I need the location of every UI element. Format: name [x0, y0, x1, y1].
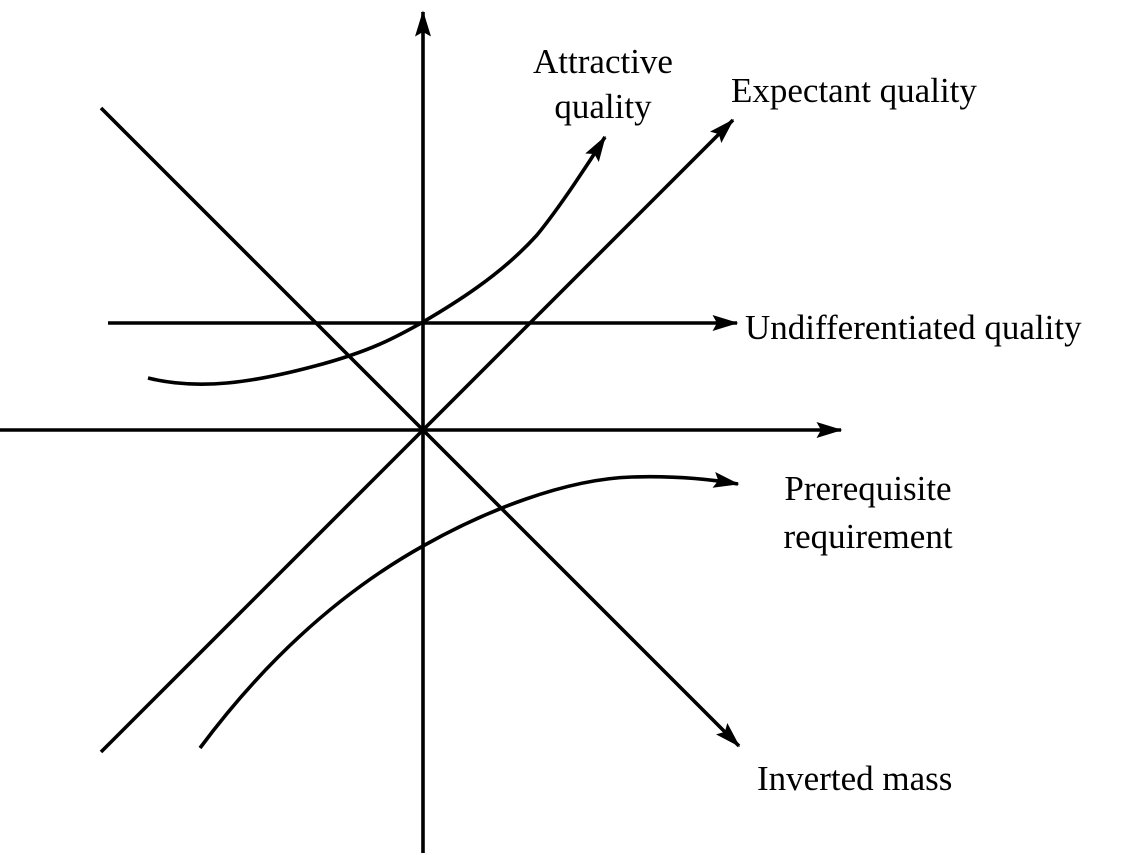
expectant-quality-line — [99, 118, 735, 754]
undifferentiated-quality-label: Undifferentiated quality — [745, 308, 1082, 347]
expectant-quality-label: Expectant quality — [731, 71, 977, 110]
prerequisite-requirement-label-line1: Prerequisite — [784, 469, 952, 508]
inverted-mass-label: Inverted mass — [757, 759, 953, 798]
prerequisite-requirement-curve — [198, 471, 740, 750]
prerequisite-requirement-label-line2: requirement — [783, 517, 953, 556]
attractive-quality-label-line2: quality — [554, 87, 652, 126]
prerequisite-requirement-label: Prerequisite requirement — [783, 465, 952, 561]
attractive-quality-label-line1: Attractive — [533, 42, 673, 81]
inverted-mass-line — [99, 106, 741, 748]
attractive-quality-curve — [147, 135, 607, 386]
attractive-quality-label: Attractive quality — [533, 39, 673, 129]
